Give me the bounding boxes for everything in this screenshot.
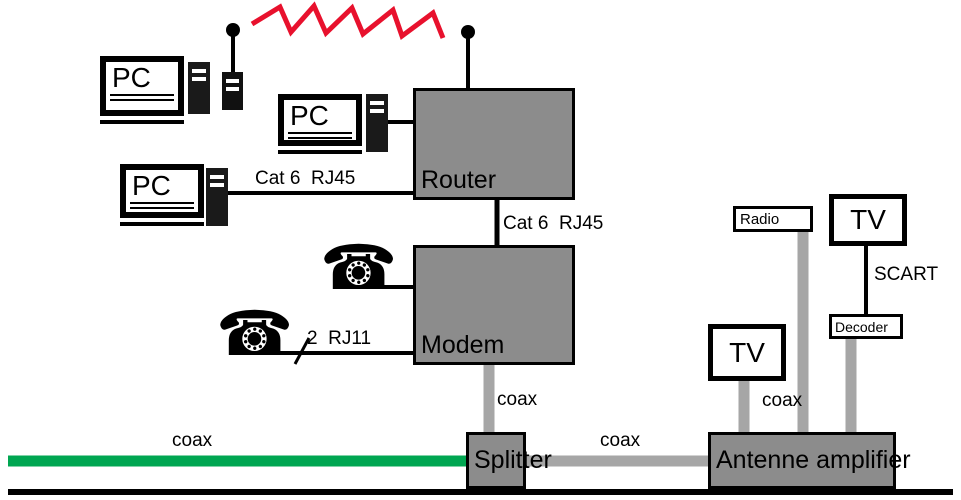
router-antenna <box>461 25 475 92</box>
radio-box: Radio <box>733 206 813 232</box>
pc2-base <box>278 150 362 154</box>
pc1-monitor: PC <box>100 56 184 116</box>
phone1-icon: ☎ <box>320 234 398 303</box>
coax-modem-label: coax <box>497 389 538 410</box>
pc3-base <box>120 222 204 226</box>
coax-incoming-label: coax <box>172 430 213 451</box>
pc2-tower <box>366 94 388 152</box>
modem-label: Modem <box>421 331 505 359</box>
wireless-signal-zigzag <box>250 1 446 41</box>
splitter-label: Splitter <box>474 446 552 474</box>
pc2-monitor: PC <box>278 94 362 146</box>
router-label: Router <box>421 166 497 194</box>
tv-bottom-label: TV <box>729 336 765 368</box>
pc1-label: PC <box>110 64 174 101</box>
pc3-label: PC <box>130 172 194 209</box>
tv-top-box: TV <box>829 194 907 246</box>
pc1-tower <box>188 62 210 114</box>
scart-label: SCART <box>874 264 939 285</box>
tv-bottom-box: TV <box>708 324 786 381</box>
modem-box: Modem <box>413 245 575 365</box>
pc3-monitor: PC <box>120 164 204 218</box>
coax-tv-label: coax <box>762 390 803 411</box>
antenna-amplifier-label: Antenne amplifier <box>716 446 911 474</box>
cat6-rj45-modem-label: Cat 6 RJ45 <box>503 213 604 234</box>
pc-wifi-antenna <box>222 23 243 110</box>
pc3-tower <box>206 168 228 226</box>
splitter-box: Splitter <box>466 432 552 489</box>
radio-label: Radio <box>740 210 780 228</box>
rj11-pair-slash <box>293 337 311 365</box>
rj11-label: 2 RJ11 <box>307 328 372 349</box>
router-box: Router <box>413 88 575 200</box>
decoder-box: Decoder <box>829 314 903 339</box>
cat6-rj45-pc-label: Cat 6 RJ45 <box>255 168 356 189</box>
antenna-amplifier-box: Antenne amplifier <box>708 432 911 489</box>
tv-top-label: TV <box>850 204 886 235</box>
pc2-label: PC <box>288 102 352 139</box>
phone2-icon: ☎ <box>216 300 294 369</box>
pc1-base <box>100 120 184 124</box>
coax-splitter-amp-label: coax <box>600 430 641 451</box>
decoder-label: Decoder <box>835 318 888 335</box>
